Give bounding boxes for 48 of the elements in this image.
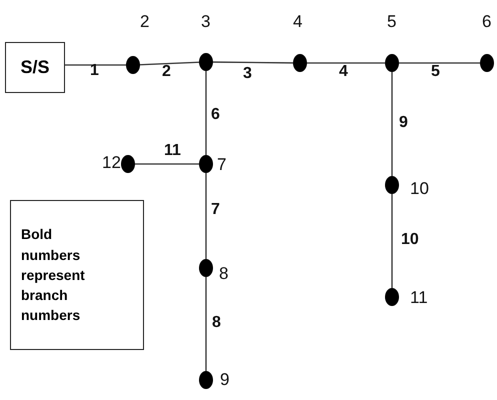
bus-number: 10 <box>410 179 429 199</box>
bus-number: 11 <box>410 288 428 308</box>
bus-node <box>121 155 135 173</box>
bus-node <box>199 155 213 173</box>
bus-node <box>126 56 140 74</box>
bus-number: 5 <box>387 12 396 32</box>
branch-number: 5 <box>431 63 440 81</box>
bus-node <box>385 176 399 194</box>
bus-number: 7 <box>217 155 226 175</box>
branch-line <box>205 173 207 259</box>
bus-node <box>385 54 399 72</box>
branch-number: 2 <box>162 63 171 81</box>
branch-line <box>391 194 393 288</box>
branch-number: 3 <box>243 65 252 83</box>
branch-line <box>205 277 207 371</box>
branch-number: 11 <box>164 142 181 160</box>
branch-line <box>65 64 126 66</box>
branch-line <box>213 61 293 64</box>
bus-number: 9 <box>220 370 230 390</box>
branch-line <box>140 62 200 66</box>
branch-number: 9 <box>399 114 408 132</box>
branch-number: 10 <box>401 231 419 249</box>
note-text: Bold numbers represent branch numbers <box>21 225 86 326</box>
branch-number: 6 <box>211 106 220 124</box>
bus-number: 8 <box>219 264 228 284</box>
bus-node <box>385 288 399 306</box>
branch-line <box>135 163 199 165</box>
branch-number: 1 <box>90 62 99 80</box>
bus-number: 2 <box>140 12 150 32</box>
branch-line <box>399 62 480 64</box>
note-box <box>10 200 144 350</box>
branch-line <box>205 71 207 155</box>
bus-number: 12 <box>102 153 121 173</box>
branch-number: 4 <box>339 63 348 81</box>
branch-line <box>391 72 393 176</box>
bus-number: 4 <box>293 12 302 32</box>
bus-node <box>199 371 213 389</box>
bus-number: 3 <box>201 12 210 32</box>
substation-label: S/S <box>20 57 50 78</box>
bus-node <box>293 54 307 72</box>
branch-line <box>307 62 385 64</box>
bus-number: 6 <box>482 12 492 32</box>
substation-box <box>5 42 65 93</box>
branch-number: 8 <box>212 314 221 332</box>
bus-node <box>199 53 213 71</box>
branch-number: 7 <box>211 201 220 219</box>
bus-node <box>199 259 213 277</box>
bus-node <box>480 54 494 72</box>
